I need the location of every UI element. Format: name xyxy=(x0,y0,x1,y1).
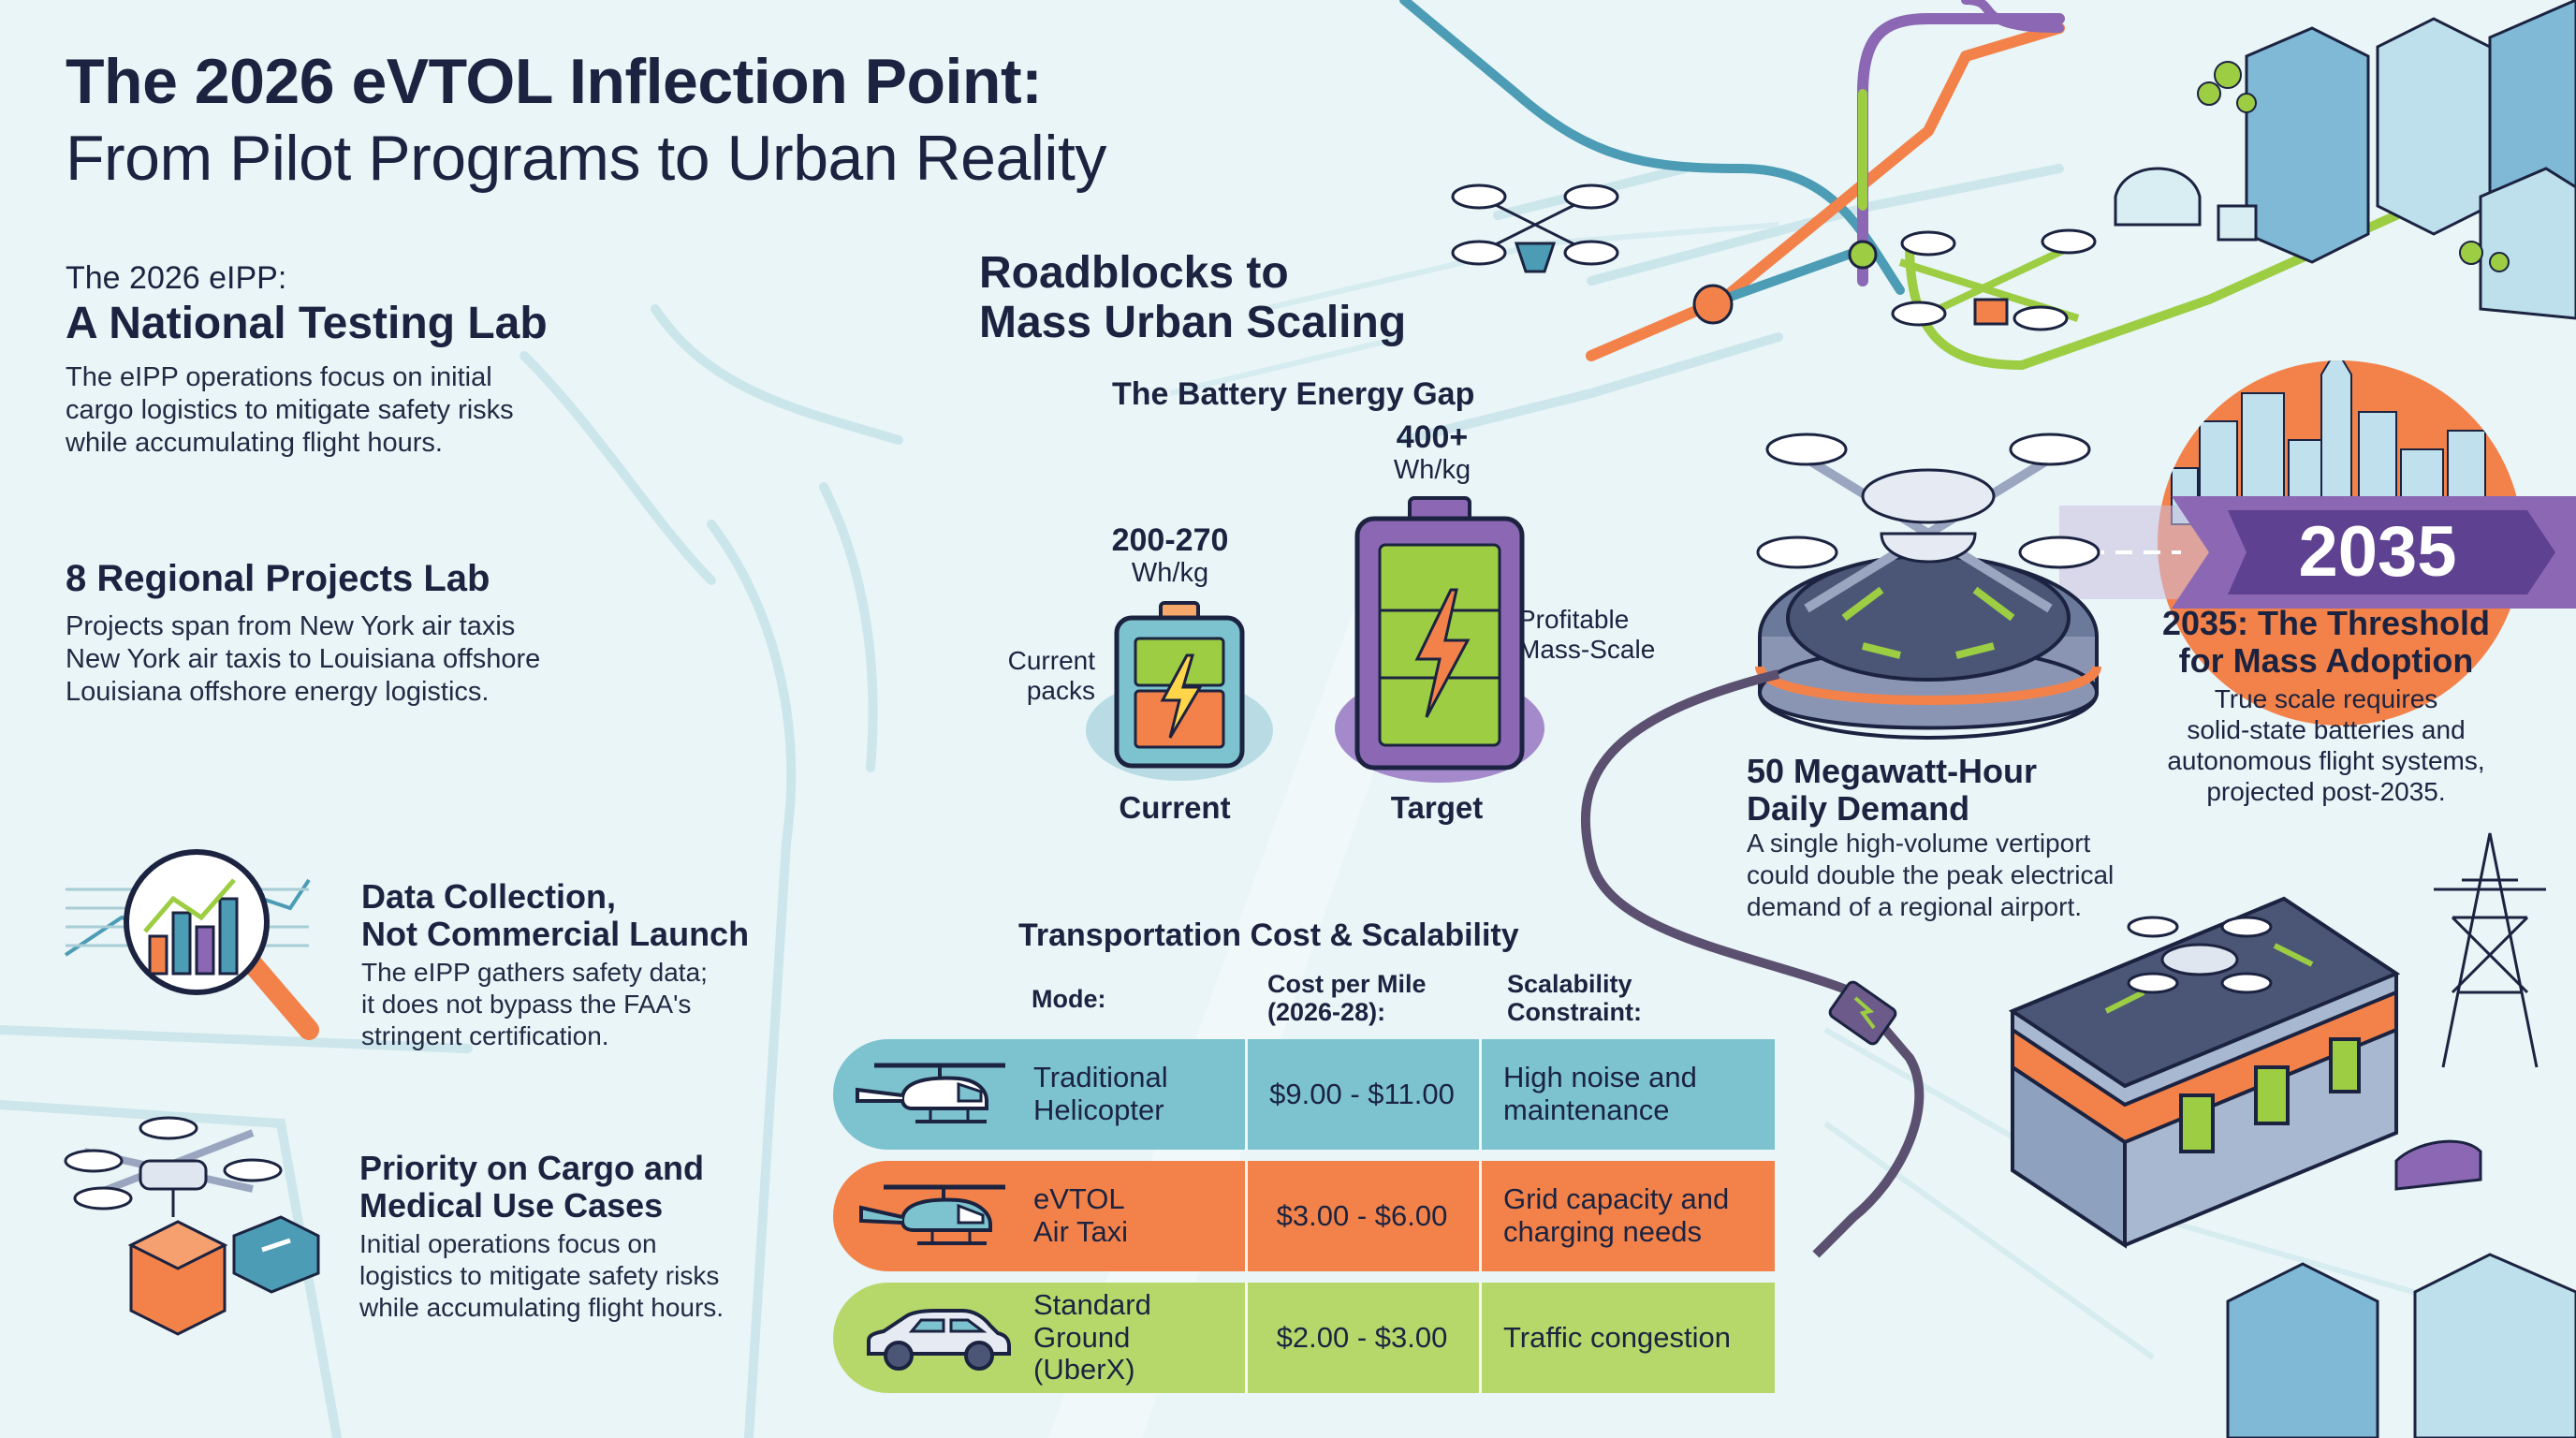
threshold-body: True scale requires solid-state batterie… xyxy=(2167,684,2485,807)
current-battery-icon xyxy=(1086,601,1273,781)
eipp-kicker: The 2026 eIPP: xyxy=(66,260,287,296)
evtol-icon xyxy=(859,1184,1005,1245)
helicopter-icon xyxy=(856,1063,1005,1123)
demand-title: 50 Megawatt-Hour Daily Demand xyxy=(1747,752,2038,829)
row-scalability: Traffic congestion xyxy=(1503,1320,1731,1354)
priority-body: Initial operations focus on logistics to… xyxy=(359,1229,724,1323)
roadblocks-title: Roadblocks to Mass Urban Scaling xyxy=(979,248,1407,347)
row-cost: $9.00 - $11.00 xyxy=(1269,1077,1455,1110)
magnifier-chart-icon xyxy=(131,843,271,983)
car-icon xyxy=(867,1309,1011,1371)
current-value: 200-270 xyxy=(1111,522,1229,558)
table-header-mode: Mode: xyxy=(1032,985,1106,1013)
target-label: Target xyxy=(1390,790,1484,825)
regional-title: 8 Regional Projects Lab xyxy=(66,558,490,599)
demand-body: A single high-volume vertiport could dou… xyxy=(1747,829,2115,922)
eipp-title: A National Testing Lab xyxy=(66,299,548,348)
row-cost: $3.00 - $6.00 xyxy=(1276,1198,1448,1232)
current-unit: Wh/kg xyxy=(1131,558,1209,588)
target-battery-icon xyxy=(1335,496,1544,783)
battery-gap-title: The Battery Energy Gap xyxy=(1112,376,1475,412)
target-value: 400+ xyxy=(1396,419,1469,455)
table-title: Transportation Cost & Scalability xyxy=(1018,917,1519,953)
regional-body: Projects span from New York air taxis Ne… xyxy=(66,611,541,707)
table-header-cost: Cost per Mile (2026-28): xyxy=(1267,970,1427,1027)
cargo-drone-icon xyxy=(84,1123,318,1329)
current-label: Current xyxy=(1119,790,1231,825)
year-badge: 2035 xyxy=(2298,512,2457,592)
page-subtitle: From Pilot Programs to Urban Reality xyxy=(66,123,1106,194)
current-side-label: Current packs xyxy=(1007,646,1095,706)
table-header-scalability: Scalability Constraint: xyxy=(1507,970,1642,1027)
target-unit: Wh/kg xyxy=(1393,455,1471,485)
data-collection-title: Data Collection, Not Commercial Launch xyxy=(361,877,750,954)
row-cost: $2.00 - $3.00 xyxy=(1276,1320,1448,1354)
target-side-label: Profitable Mass-Scale xyxy=(1518,605,1656,665)
eipp-body: The eIPP operations focus on initial car… xyxy=(66,362,514,458)
data-collection-body: The eIPP gathers safety data; it does no… xyxy=(361,958,708,1051)
priority-title: Priority on Cargo and Medical Use Cases xyxy=(359,1149,705,1225)
threshold-title: 2035: The Threshold for Mass Adoption xyxy=(2161,604,2491,681)
page-title: The 2026 eVTOL Inflection Point: xyxy=(66,46,1043,117)
